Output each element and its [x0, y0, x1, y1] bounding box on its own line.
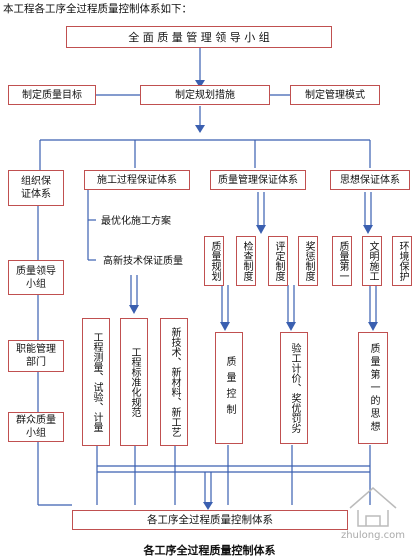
quality-first-box: 质量第一	[332, 236, 352, 286]
functional-dept-box: 职能管理 部门	[8, 340, 64, 372]
watermark-text: zhulong.com	[341, 530, 405, 541]
optimal-plan-box: 最优化施工方案	[96, 212, 176, 230]
measurement-box: 工程测量、试验、计量	[82, 318, 110, 446]
org-guarantee-box: 组织保 证体系	[8, 170, 64, 206]
quality-plan-box: 质量规划	[204, 236, 224, 286]
management-mode-box: 制定管理模式	[290, 85, 380, 105]
intro-text: 本工程各工序全过程质量控制体系如下：	[3, 3, 192, 15]
quality-control-box: 质量控制	[215, 332, 243, 444]
quality-target-box: 制定质量目标	[8, 85, 96, 105]
quality-mgmt-guarantee-box: 质量管理保证体系	[210, 170, 306, 190]
zhulong-watermark-logo: zhulong.com	[341, 487, 405, 541]
quality-first-thought-box: 质量第一的思想	[358, 332, 388, 444]
reward-box: 奖惩制度	[298, 236, 318, 286]
evaluation-box: 评定制度	[268, 236, 288, 286]
arrow-heads	[129, 80, 378, 510]
thought-guarantee-box: 思想保证体系	[330, 170, 410, 190]
construction-guarantee-box: 施工过程保证体系	[84, 170, 190, 190]
inspection-box: 检查制度	[236, 236, 256, 286]
environment-box: 环境保护	[392, 236, 412, 286]
leadership-group-box: 全 面 质 量 管 理 领 导 小 组	[66, 26, 332, 48]
plan-measures-box: 制定规划措施	[140, 85, 270, 105]
new-tech-box: 新技术、新材料、新工艺	[160, 318, 188, 446]
diagram-caption: 各工序全过程质量控制体系	[143, 544, 276, 557]
bottom-system-box: 各工序全过程质量控制体系	[72, 510, 348, 530]
quality-leader-group-box: 质量领导 小组	[8, 260, 64, 295]
civilized-box: 文明施工	[362, 236, 382, 286]
mass-quality-group-box: 群众质量 小组	[8, 412, 64, 442]
high-tech-box: 高新技术保证质量	[96, 252, 190, 270]
standard-box: 工程标准化规范	[120, 318, 148, 446]
valuation-box: 验工计价、奖优罚劣	[280, 332, 308, 444]
